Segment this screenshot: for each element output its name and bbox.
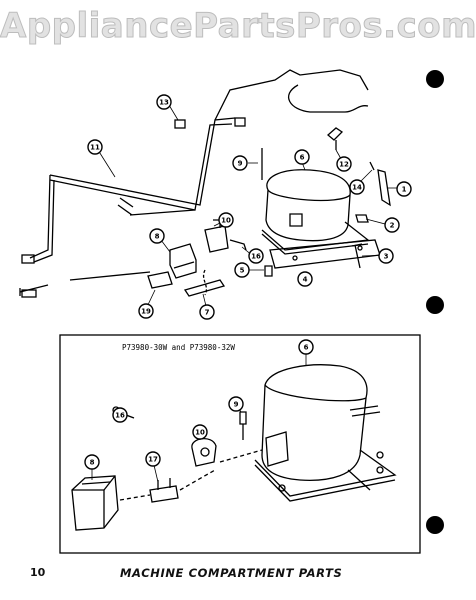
inset-relay-cover-drawing [71, 475, 119, 531]
binder-hole-top [426, 70, 444, 88]
callout-13-label: 13 [159, 99, 169, 107]
callout-11: 11 [87, 139, 103, 155]
watermark: AppliancePartsPros.com [0, 6, 476, 47]
relay-and-capacitor-drawing [147, 219, 273, 297]
callout-7: 7 [199, 304, 215, 320]
inset-callout-9-label: 9 [234, 401, 239, 409]
callout-10: 10 [218, 212, 234, 228]
page-number: 10 [30, 566, 46, 579]
callout-11-label: 11 [90, 144, 100, 152]
inset-callout-16-label: 16 [115, 412, 125, 420]
callout-2: 2 [384, 217, 400, 233]
callout-12: 12 [336, 156, 352, 172]
callout-5: 5 [234, 262, 250, 278]
callout-3-label: 3 [384, 253, 389, 261]
callout-10-label: 10 [221, 217, 231, 225]
inset-callout-6: 6 [298, 339, 314, 355]
callout-3: 3 [378, 248, 394, 264]
compressor-drawing-top [261, 169, 370, 255]
callout-9: 9 [232, 155, 248, 171]
inset-callout-16: 16 [112, 407, 128, 423]
callout-19: 19 [138, 303, 154, 319]
callout-5-label: 5 [240, 267, 245, 275]
callout-leader-lines [91, 99, 402, 483]
inset-callout-8: 8 [84, 454, 100, 470]
wiring-harness-drawing [19, 69, 369, 298]
callout-14-label: 14 [352, 184, 362, 192]
callout-8: 8 [149, 228, 165, 244]
inset-callout-17: 17 [145, 451, 161, 467]
callout-7-label: 7 [205, 309, 210, 317]
callout-2-label: 2 [390, 222, 395, 230]
callout-4: 4 [297, 271, 313, 287]
inset-callout-6-label: 6 [304, 344, 309, 352]
binder-hole-middle [426, 296, 444, 314]
callout-1: 1 [396, 181, 412, 197]
callout-12-label: 12 [339, 161, 349, 169]
callout-1-label: 1 [402, 186, 407, 194]
callout-6-label: 6 [300, 154, 305, 162]
page-caption: MACHINE COMPARTMENT PARTS [120, 566, 343, 580]
callout-16: 16 [248, 248, 264, 264]
inset-callout-10-label: 10 [195, 429, 205, 437]
inset-callout-17-label: 17 [148, 456, 158, 464]
inset-callout-10: 10 [192, 424, 208, 440]
callout-6: 6 [294, 149, 310, 165]
inset-compressor-drawing [254, 364, 397, 502]
callout-14: 14 [349, 179, 365, 195]
inset-callout-9: 9 [228, 396, 244, 412]
inset-callout-8-label: 8 [90, 459, 95, 467]
callout-9-label: 9 [238, 160, 243, 168]
small-parts-drawing [261, 148, 391, 269]
callout-13: 13 [156, 94, 172, 110]
callout-4-label: 4 [303, 276, 308, 284]
callout-8-label: 8 [155, 233, 160, 241]
callout-16-label: 16 [251, 253, 261, 261]
binder-hole-bottom [426, 516, 444, 534]
inset-small-parts-drawing [112, 406, 263, 503]
inset-model-label: P73980-30W and P73980-32W [122, 343, 235, 352]
callout-19-label: 19 [141, 308, 151, 316]
power-cord-drawing [287, 84, 369, 150]
alternate-model-inset-box [59, 334, 421, 554]
